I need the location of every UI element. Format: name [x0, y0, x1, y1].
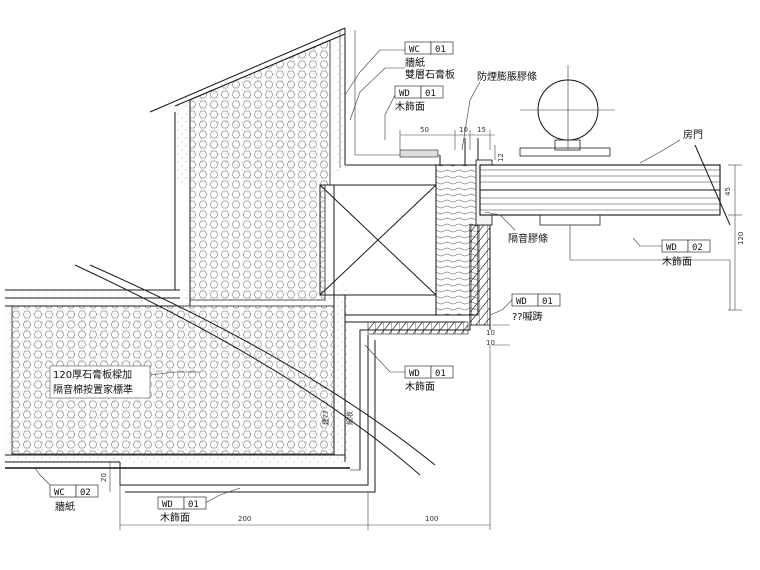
tag-wc02: WC 02 [49, 484, 99, 498]
wood-lining-lower [74, 264, 471, 493]
dim-45: 45 [724, 187, 732, 196]
tag-wc02-code: WC [54, 488, 65, 498]
label-partition-line1: 120厚石膏板樑加 [53, 368, 132, 381]
dim-10-top: 10 [459, 126, 468, 134]
tag-wd01-mid-num: 01 [435, 369, 446, 379]
label-double-gypsum: 雙層石膏板 [405, 68, 455, 81]
dim-12: 12 [497, 153, 505, 162]
door-frame [399, 138, 493, 330]
tag-wd01-right: WD 01 [511, 293, 561, 307]
label-acoustic-seal: 隔音膠條 [508, 232, 548, 245]
tag-wd01-bottom-code: WD [162, 500, 173, 510]
label-door: 房門 [683, 128, 703, 141]
upper-wall-core [189, 39, 331, 301]
tag-wd01-right-num: 01 [542, 297, 553, 307]
tag-wd01-mid-code: WD [409, 369, 420, 379]
leader-lines [34, 49, 681, 504]
tag-wc01-num: 01 [435, 45, 446, 55]
tag-wd01-right-code: WD [516, 297, 527, 307]
label-vertical-note-b: 紙收 [345, 411, 354, 425]
tag-wd01-top: WD 01 [394, 85, 444, 99]
upper-wall [149, 27, 440, 301]
tag-wd01-mid: WD 01 [404, 365, 454, 379]
dimension-lines [109, 130, 742, 530]
tag-wc02-num: 02 [80, 488, 91, 498]
tag-wd02-num: 02 [692, 243, 703, 253]
label-latch: ??嘁踌 [512, 310, 543, 323]
tag-wd01-bottom-num: 01 [188, 500, 199, 510]
dim-200: 200 [238, 515, 251, 523]
label-wood-finish-mid: 木飾面 [405, 380, 435, 393]
dim-120: 120 [737, 232, 745, 245]
partition-wall [5, 100, 350, 469]
tag-wd02-code: WD [666, 243, 677, 253]
tag-wd01-bottom: WD 01 [157, 496, 207, 510]
dim-15: 15 [477, 126, 486, 134]
label-wood-finish-top: 木飾面 [395, 100, 425, 113]
label-wallpaper-bottom: 牆紙 [55, 500, 75, 513]
hinge-symbol [519, 65, 731, 310]
label-wallpaper-top: 牆紙 [405, 56, 425, 69]
tag-wd02: WD 02 [661, 239, 711, 253]
structural-post [319, 184, 437, 296]
dim-10-right-b: 10 [486, 339, 495, 347]
partition-label-box [49, 365, 151, 399]
dim-50: 50 [420, 126, 429, 134]
dim-100: 100 [425, 515, 438, 523]
label-wood-finish-bottom: 木飾面 [160, 511, 190, 524]
dim-20: 20 [100, 473, 108, 482]
label-smoke-seal: 防煙膨脹膠條 [477, 70, 537, 83]
tag-wc01: WC 01 [404, 41, 454, 55]
tag-wd01-top-num: 01 [425, 89, 436, 99]
label-partition-line2: 隔音棉按置家標準 [53, 383, 133, 396]
dim-10-right-a: 10 [486, 329, 495, 337]
door-leaf [479, 144, 731, 226]
tag-wd01-top-code: WD [399, 89, 410, 99]
label-vertical-note-a: 建?? [321, 410, 330, 425]
label-wood-finish-right: 木飾面 [662, 255, 692, 268]
tag-wc01-code: WC [409, 45, 420, 55]
